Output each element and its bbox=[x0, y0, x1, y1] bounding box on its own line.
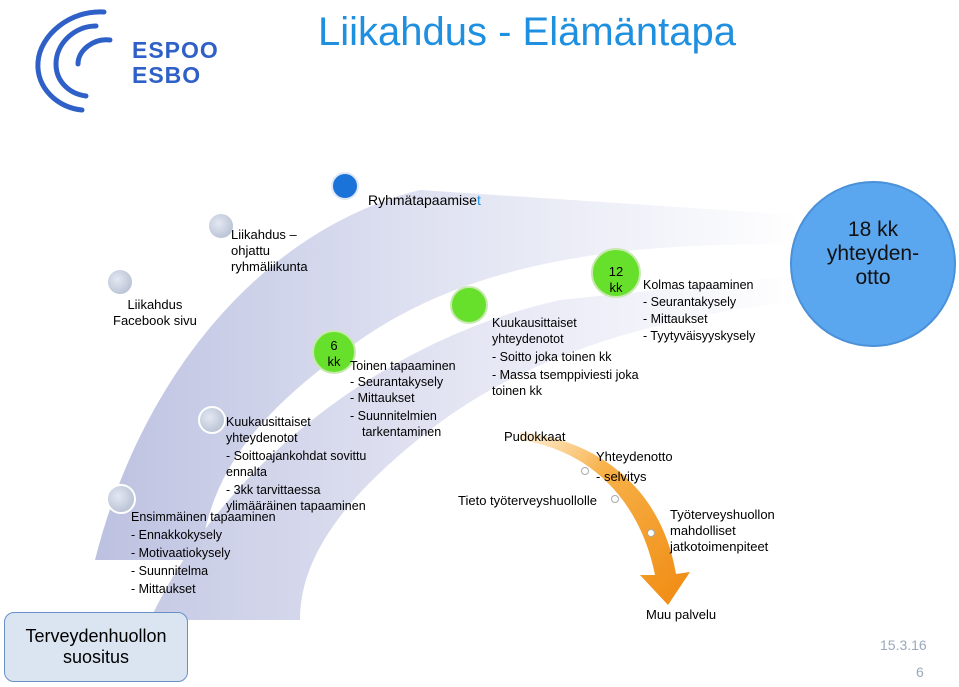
green-dot-icon bbox=[450, 286, 488, 324]
end-circle bbox=[790, 181, 956, 347]
six-kk-label: 6 kk bbox=[327, 338, 341, 369]
tieto-label: Tieto työterveyshuollolle bbox=[458, 493, 597, 508]
selvitys-label: - selvitys bbox=[596, 469, 647, 484]
yhteydenotto-label: Yhteydenotto bbox=[596, 449, 673, 464]
monthly-contacts-2-text: Kuukausittaiset yhteydenotot - Soitto jo… bbox=[492, 316, 639, 398]
pudokkaat-label: Pudokkaat bbox=[504, 429, 566, 444]
first-meeting-text: Ensimmäinen tapaaminen - Ennakkokysely -… bbox=[131, 510, 276, 596]
green-dot-twelve-icon bbox=[591, 248, 641, 298]
start-box: Terveydenhuollon suositus bbox=[4, 612, 188, 682]
muu-palvelu-label: Muu palvelu bbox=[646, 607, 717, 622]
green-dot-six-icon bbox=[312, 330, 356, 374]
footer-date: 15.3.16 bbox=[880, 637, 927, 653]
end-circle-label: 18 kk yhteyden- otto bbox=[826, 218, 920, 289]
twelve-kk-label: 12 kk bbox=[608, 264, 624, 295]
page-title: Liikahdus - Elämäntapa bbox=[318, 10, 737, 54]
grey-dot-icon bbox=[207, 212, 235, 240]
blue-dot-icon bbox=[331, 172, 359, 200]
espoo-logo-icon bbox=[35, 9, 113, 113]
second-meeting-text: Toinen tapaaminen - Seurantakysely - Mit… bbox=[350, 359, 456, 439]
grey-dot-icon bbox=[198, 406, 226, 434]
grey-dot-icon bbox=[106, 484, 136, 514]
liikahdus-ohjattu-label: Liikahdus – ohjattu ryhmäliikunta bbox=[231, 227, 308, 274]
monthly-contacts-1-text: Kuukausittaiset yhteydenotot - Soittoaja… bbox=[226, 415, 367, 513]
facebook-label: Liikahdus Facebook sivu bbox=[113, 297, 197, 328]
upper-arc-arrow bbox=[95, 190, 800, 560]
group-meetings-label: Ryhmätapaamiset bbox=[368, 192, 481, 208]
lower-arc-arrow bbox=[150, 275, 800, 620]
tyoterveys-label: Työterveyshuollon mahdolliset jatkotoime… bbox=[670, 507, 775, 554]
espoo-logo-text: ESPOO ESBO bbox=[132, 37, 219, 88]
page-number: 6 bbox=[916, 664, 924, 680]
dropout-arrow bbox=[520, 432, 690, 605]
third-meeting-text: Kolmas tapaaminen - Seurantakysely - Mit… bbox=[643, 278, 756, 343]
grey-dot-icon bbox=[106, 268, 134, 296]
